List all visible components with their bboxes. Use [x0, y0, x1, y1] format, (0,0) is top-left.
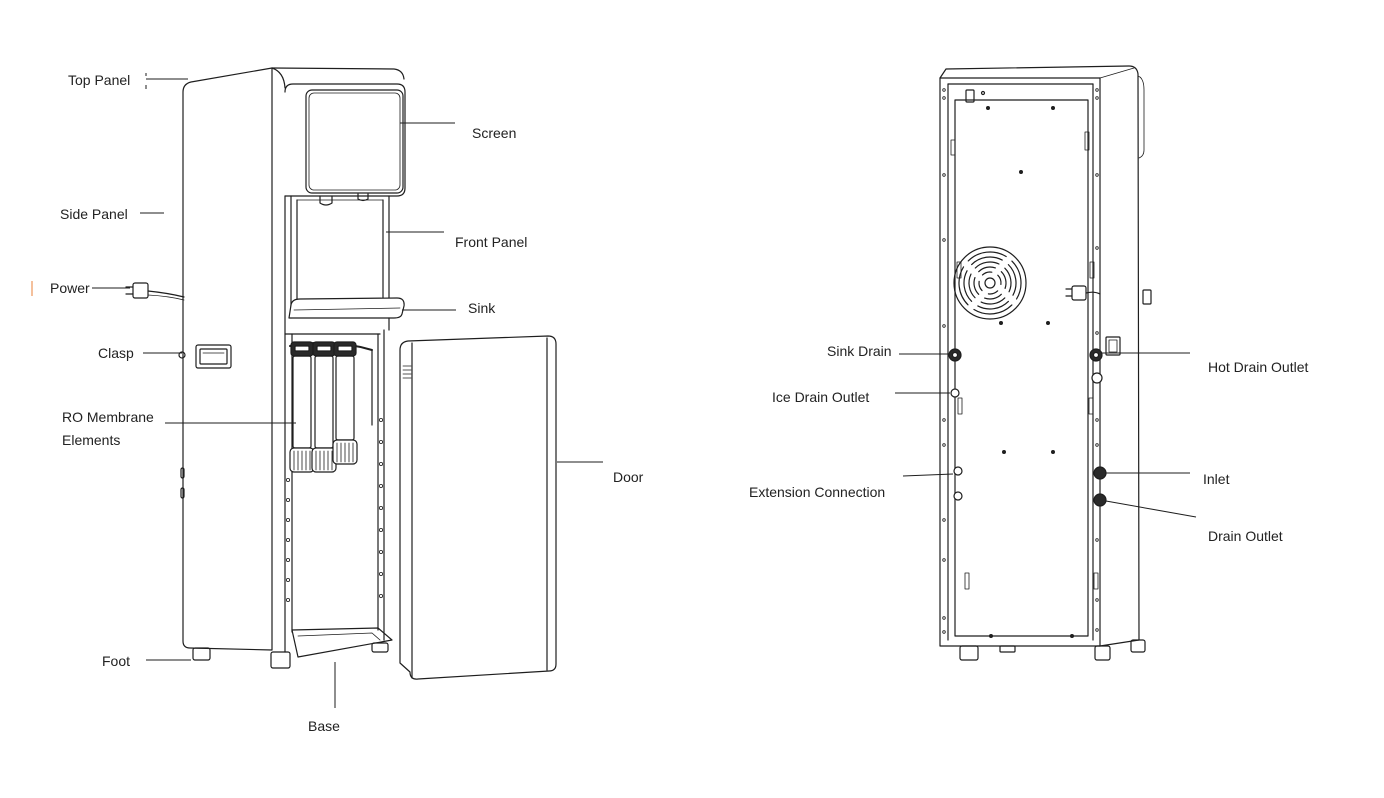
hot-drain-box	[1105, 336, 1121, 356]
panel-tabs	[950, 131, 1099, 590]
foot	[1130, 639, 1146, 653]
power-plug-rear	[1065, 285, 1101, 301]
label-ro-membrane-line-1: RO Membrane	[62, 409, 154, 425]
tap-nozzle	[357, 193, 369, 202]
rim-holes	[942, 88, 1099, 634]
front-view-labels: Top Panel Screen Side Panel Front Panel …	[50, 72, 644, 734]
foot	[1094, 645, 1111, 661]
front-panel	[284, 195, 390, 653]
label-side-panel: Side Panel	[60, 206, 128, 222]
ro-membrane-element-3	[332, 341, 358, 465]
ice-drain-outlet-port	[950, 388, 960, 398]
drain-outlet-port	[1093, 493, 1107, 507]
front-view-leaders	[31, 73, 603, 708]
label-front-panel: Front Panel	[455, 234, 527, 250]
foot	[371, 642, 389, 653]
label-top-panel: Top Panel	[68, 72, 130, 88]
leader-line-drain-outlet	[1105, 500, 1197, 518]
mounting-holes	[285, 417, 383, 603]
hot-drain-outlet-port	[1089, 348, 1103, 362]
label-ice-drain-outlet: Ice Drain Outlet	[772, 389, 869, 405]
power-cord	[125, 282, 185, 301]
rear-view-figure	[939, 65, 1152, 661]
rear-feet	[959, 639, 1146, 661]
screen-housing	[284, 83, 406, 206]
foot	[999, 645, 1016, 653]
rear-view-leaders	[895, 352, 1197, 518]
inlet-port	[1093, 466, 1107, 480]
sink-tray	[284, 297, 405, 335]
label-drain-outlet: Drain Outlet	[1208, 528, 1283, 544]
cooling-fan	[953, 246, 1027, 320]
front-view-figure	[125, 67, 557, 680]
feet	[192, 642, 389, 669]
label-door: Door	[613, 469, 644, 485]
rear-body	[939, 65, 1145, 647]
side-bracket	[1142, 289, 1152, 305]
screen	[305, 89, 404, 194]
foot	[192, 647, 211, 661]
label-foot: Foot	[102, 653, 130, 669]
label-sink-drain: Sink Drain	[827, 343, 892, 359]
label-extension-connection: Extension Connection	[749, 484, 885, 500]
label-sink: Sink	[468, 300, 496, 316]
top-panel	[271, 67, 405, 89]
clasp	[178, 344, 232, 369]
ro-membrane-element-1	[289, 341, 315, 473]
foot	[270, 651, 291, 669]
side-panel	[180, 67, 273, 651]
rear-panel	[947, 83, 1094, 641]
power-switch	[965, 89, 975, 103]
label-clasp: Clasp	[98, 345, 134, 361]
foot	[959, 645, 979, 661]
tap-nozzle	[319, 195, 333, 206]
label-base: Base	[308, 718, 340, 734]
label-ro-membrane-line-2: Elements	[62, 432, 120, 448]
extension-connection-port	[953, 466, 963, 476]
label-hot-drain-outlet: Hot Drain Outlet	[1208, 359, 1308, 375]
screws	[986, 106, 1074, 638]
label-power: Power	[50, 280, 90, 296]
ro-membrane-element-2	[311, 341, 337, 473]
door	[399, 335, 557, 680]
label-inlet: Inlet	[1203, 471, 1230, 487]
rear-ports-left	[948, 348, 963, 501]
lower-cavity	[285, 329, 385, 641]
rear-view-labels: Sink Drain Ice Drain Outlet Extension Co…	[749, 343, 1308, 544]
base	[291, 627, 393, 658]
ro-membrane-elements	[289, 341, 373, 473]
sink-drain-port	[948, 348, 962, 362]
door-vent	[402, 365, 412, 379]
rear-ports-right	[1089, 289, 1152, 507]
leader-line-extension-connection	[902, 473, 954, 477]
extension-connection-port	[953, 491, 963, 501]
label-screen: Screen	[472, 125, 516, 141]
